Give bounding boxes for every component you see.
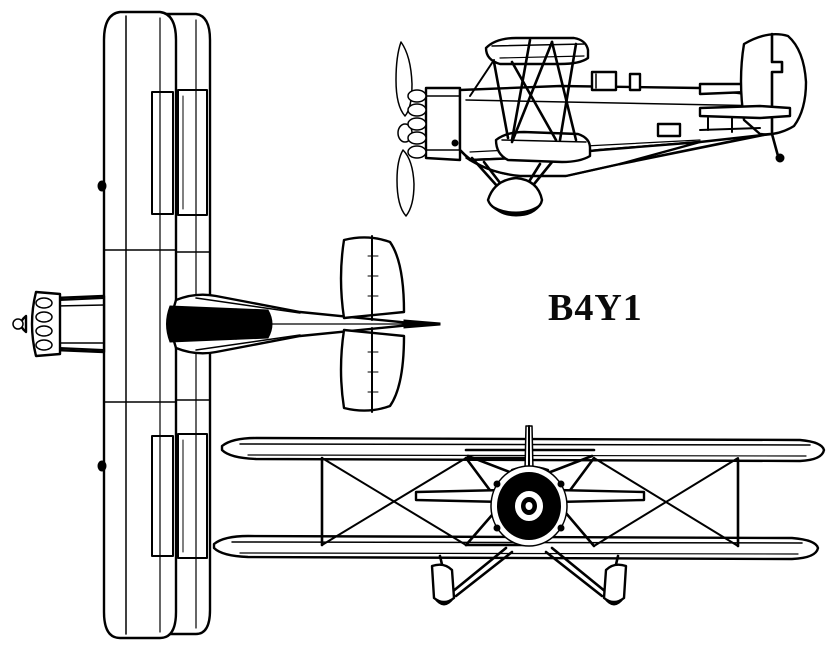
side-rear-fuselage: [565, 132, 770, 177]
front-view: [212, 425, 826, 606]
plan-engine-cylinders: [35, 297, 53, 351]
plan-wing-marker-upper: [97, 180, 107, 192]
side-stabilizer: [698, 104, 792, 133]
plan-upper-wing: [97, 10, 178, 640]
side-engine: [407, 86, 462, 162]
side-tail-skid: [770, 132, 785, 163]
drawing-label: B4Y1: [548, 287, 643, 329]
front-engine-cowl: [490, 465, 568, 547]
front-bracing-wires: [321, 457, 739, 547]
side-view: [395, 32, 808, 217]
plan-tailplane: [339, 235, 441, 413]
front-interplane-struts: [320, 456, 740, 548]
plan-view: [12, 10, 441, 640]
side-struts: [469, 38, 578, 144]
side-landing-gear: [470, 156, 554, 217]
plan-engine-nose: [12, 290, 106, 358]
side-cockpit-details: [590, 70, 750, 138]
side-fin-rudder: [739, 32, 808, 136]
plan-wing-marker-lower: [97, 460, 107, 472]
front-landing-gear: [430, 546, 628, 606]
front-propeller: [524, 425, 534, 471]
plan-spinner: [12, 318, 24, 330]
plan-cockpits: [166, 305, 273, 343]
